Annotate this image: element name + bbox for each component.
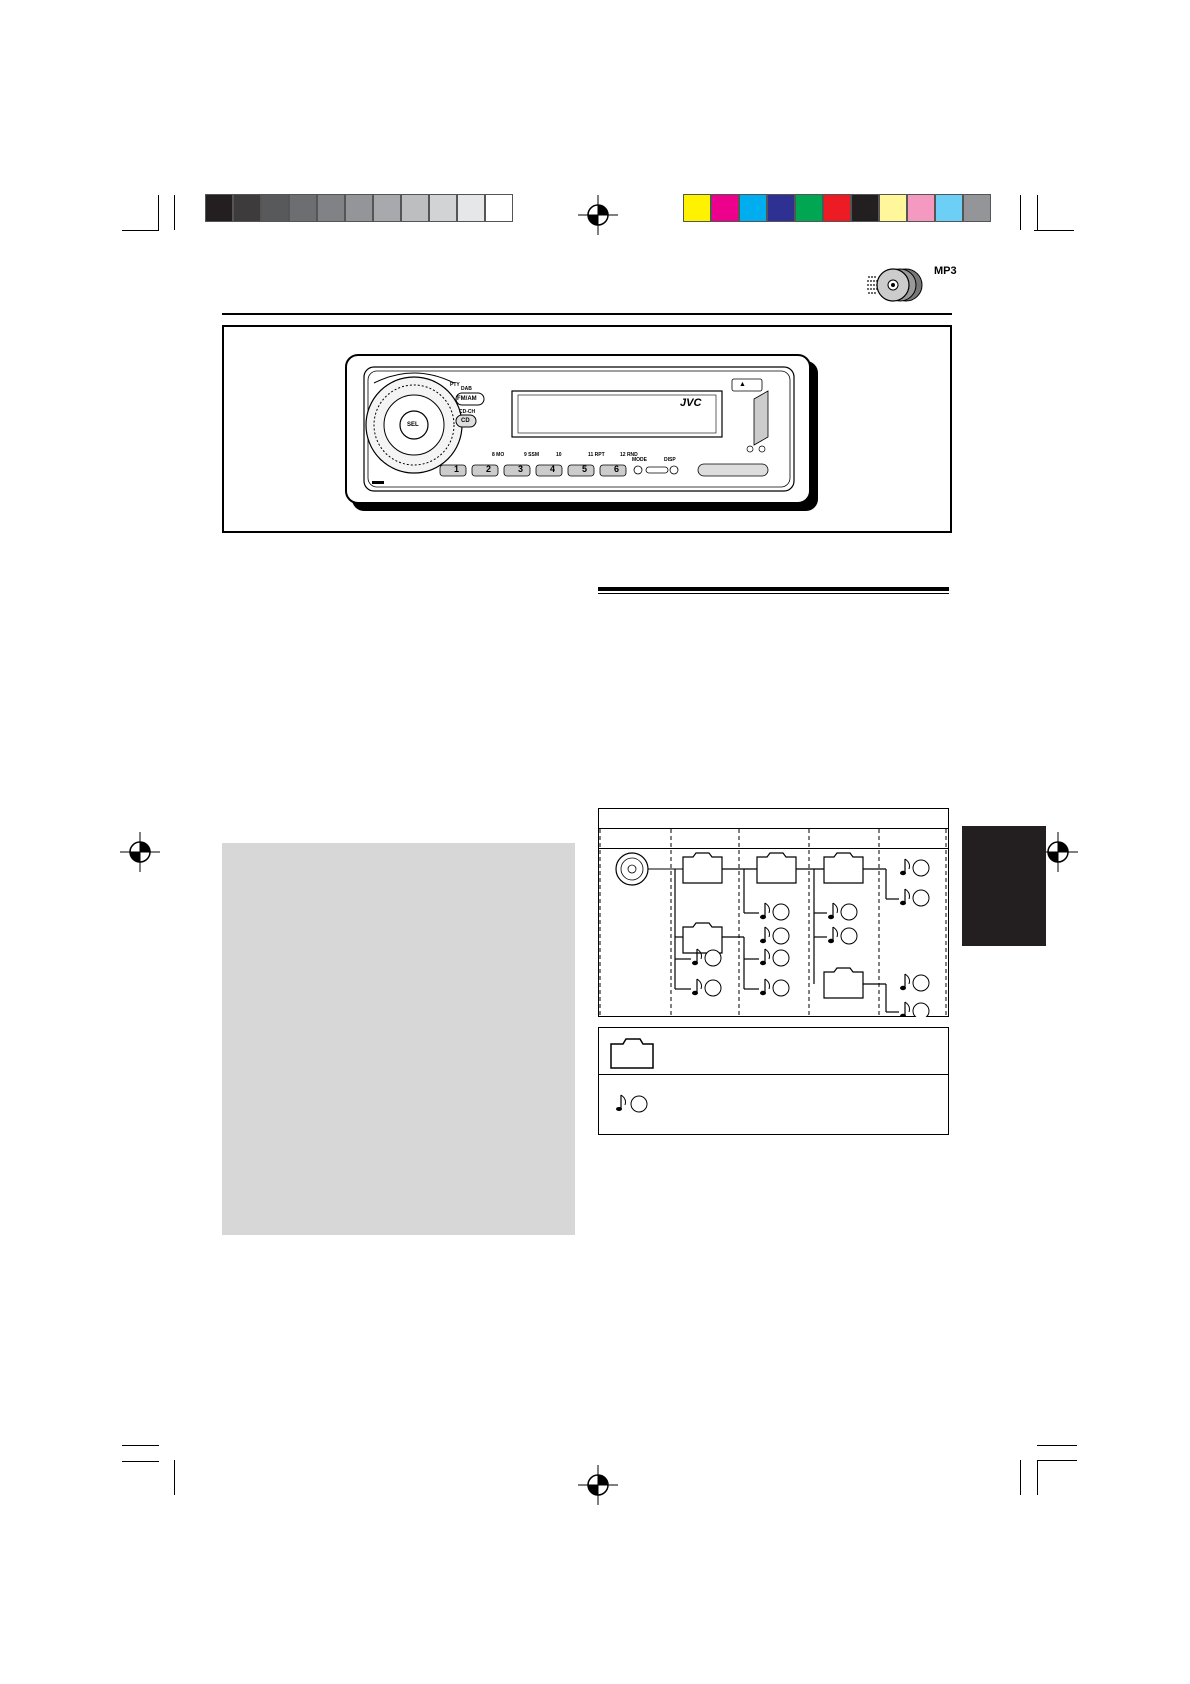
registration-target-icon: [578, 195, 618, 235]
crop-mark: [1034, 230, 1074, 231]
crop-mark: [174, 195, 175, 230]
preset-button-5[interactable]: 5: [582, 464, 588, 474]
crop-mark: [174, 1460, 175, 1495]
color-swatch: [907, 194, 935, 222]
crop-mark: [122, 230, 159, 231]
mode-button[interactable]: MODE: [632, 457, 647, 463]
diagram-header-row: [599, 848, 948, 849]
note-box: [222, 843, 575, 1235]
music-file-icon: [760, 902, 790, 921]
car-stereo-illustration: [345, 354, 818, 511]
gray-swatch: [373, 194, 401, 222]
disc-icon: [615, 852, 649, 886]
preset-sub-label: 10: [556, 452, 562, 458]
section-rule: [598, 587, 949, 591]
crop-mark: [1037, 1460, 1077, 1461]
music-file-icon: [760, 926, 790, 945]
music-file-icon: [900, 858, 930, 877]
preset-button-3[interactable]: 3: [518, 464, 524, 474]
brand-logo: JVC: [680, 397, 702, 409]
disp-button[interactable]: DISP: [664, 457, 676, 463]
folder-icon: [610, 1038, 654, 1069]
preset-sub-label: 9 SSM: [524, 452, 540, 458]
music-file-icon: [900, 1001, 930, 1017]
music-file-icon: [616, 1094, 648, 1113]
gray-swatch: [261, 194, 289, 222]
gray-swatch: [205, 194, 233, 222]
registration-target-icon: [1038, 832, 1078, 872]
cd-ch-label: CD-CH: [459, 409, 476, 415]
preset-button-4[interactable]: 4: [550, 464, 556, 474]
side-index-tab: [962, 826, 1046, 946]
music-file-icon: [760, 948, 790, 967]
preset-button-6[interactable]: 6: [614, 464, 620, 474]
header-rule: [222, 313, 952, 315]
music-file-icon: [900, 973, 930, 992]
color-swatch: [767, 194, 795, 222]
color-swatch: [935, 194, 963, 222]
crop-mark: [1037, 1445, 1077, 1446]
crop-mark: [122, 1445, 159, 1446]
music-file-icon: [692, 948, 722, 967]
folder-tree-graphic: [599, 829, 947, 1017]
cd-button[interactable]: CD: [461, 418, 470, 424]
gray-swatch: [457, 194, 485, 222]
eject-button[interactable]: ▲: [739, 381, 746, 388]
sel-button[interactable]: SEL: [407, 422, 419, 428]
gray-swatch: [401, 194, 429, 222]
color-swatch: [963, 194, 991, 222]
mp3-label: MP3: [934, 265, 957, 277]
registration-target-icon: [120, 832, 160, 872]
dab-label: DAB: [461, 386, 472, 392]
color-swatch: [739, 194, 767, 222]
color-swatch: [711, 194, 739, 222]
device-illustration-frame: JVC FM/AM CD SEL DAB CD-CH PTY MODE DISP…: [222, 325, 952, 533]
crop-mark: [1037, 1460, 1038, 1495]
color-swatch: [851, 194, 879, 222]
crop-mark: [122, 1461, 159, 1462]
color-swatch: [823, 194, 851, 222]
music-file-icon: [760, 978, 790, 997]
crop-mark: [1020, 195, 1021, 230]
gray-swatch: [429, 194, 457, 222]
preset-sub-label: 12 RND: [620, 452, 638, 458]
pty-label: PTY: [450, 382, 460, 388]
preset-sub-label: 8 MO: [492, 452, 505, 458]
music-file-icon: [692, 978, 722, 997]
music-file-icon: [900, 888, 930, 907]
gray-swatch: [233, 194, 261, 222]
color-swatch: [683, 194, 711, 222]
preset-button-1[interactable]: 1: [454, 464, 460, 474]
preset-sub-label: 11 RPT: [588, 452, 605, 458]
crop-mark: [1020, 1460, 1021, 1495]
registration-target-icon: [578, 1465, 618, 1505]
diagram-header-row: [599, 828, 948, 829]
crop-mark: [158, 195, 159, 230]
preset-button-2[interactable]: 2: [486, 464, 492, 474]
crop-mark: [1037, 195, 1038, 230]
color-swatch: [879, 194, 907, 222]
legend-divider: [598, 1074, 949, 1075]
mp3-badge: MP3: [862, 265, 957, 310]
fm-am-button[interactable]: FM/AM: [457, 396, 477, 402]
gray-swatch: [289, 194, 317, 222]
gray-swatch: [485, 194, 513, 222]
color-swatch: [795, 194, 823, 222]
section-rule-thin: [598, 593, 949, 594]
legend-box: [598, 1027, 949, 1135]
music-file-icon: [828, 902, 858, 921]
gray-swatch: [345, 194, 373, 222]
music-file-icon: [828, 926, 858, 945]
folder-structure-diagram: [598, 808, 949, 1017]
mp3-disc-icon: [867, 268, 923, 302]
gray-swatch: [317, 194, 345, 222]
